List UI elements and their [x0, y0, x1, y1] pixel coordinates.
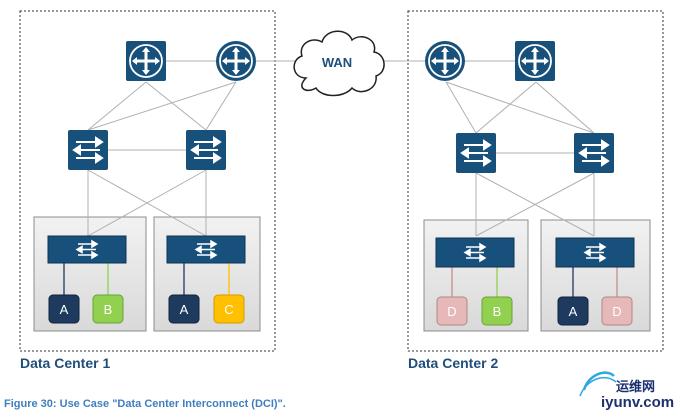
leaf-switch-icon	[435, 237, 515, 268]
router-icon	[126, 41, 166, 81]
wan-label: WAN	[322, 55, 352, 70]
host-label: B	[493, 304, 502, 319]
router-icon	[515, 41, 555, 81]
datacenter-2-label: Data Center 2	[408, 355, 499, 371]
host-label: A	[569, 304, 578, 319]
host-b: B	[92, 294, 124, 324]
datacenter-1-boundary	[19, 10, 276, 352]
host-d: D	[436, 296, 468, 326]
router-icon	[425, 41, 465, 81]
watermark-url: iyunv.com	[601, 394, 675, 411]
datacenter-1-label: Data Center 1	[20, 355, 111, 371]
host-a: A	[48, 294, 80, 324]
watermark-cn: 运维网	[616, 379, 656, 394]
host-a: A	[168, 294, 200, 324]
host-d: D	[601, 296, 633, 326]
router-icon	[216, 41, 256, 81]
links	[87, 60, 595, 237]
spine-switch-icon	[456, 133, 496, 173]
host-a: A	[557, 296, 589, 326]
spine-switch-icon	[574, 133, 614, 173]
host-b: B	[481, 296, 513, 326]
rack-dc2-2	[540, 219, 651, 332]
host-label: A	[60, 302, 69, 317]
host-c: C	[213, 294, 245, 324]
host-label: B	[104, 302, 113, 317]
host-label: D	[447, 304, 456, 319]
host-label: D	[612, 304, 621, 319]
wan-cloud	[293, 30, 385, 97]
host-label: C	[224, 302, 233, 317]
watermark-logo-icon	[579, 371, 617, 397]
leaf-switch-icon	[555, 237, 635, 268]
spine-switch-icon	[68, 130, 108, 170]
spine-switch-icon	[186, 130, 226, 170]
leaf-switch-icon	[47, 235, 127, 264]
host-label: A	[180, 302, 189, 317]
leaf-switch-icon	[166, 235, 246, 264]
figure-caption: Figure 30: Use Case "Data Center Interco…	[4, 398, 286, 410]
datacenter-2-boundary	[407, 10, 664, 352]
